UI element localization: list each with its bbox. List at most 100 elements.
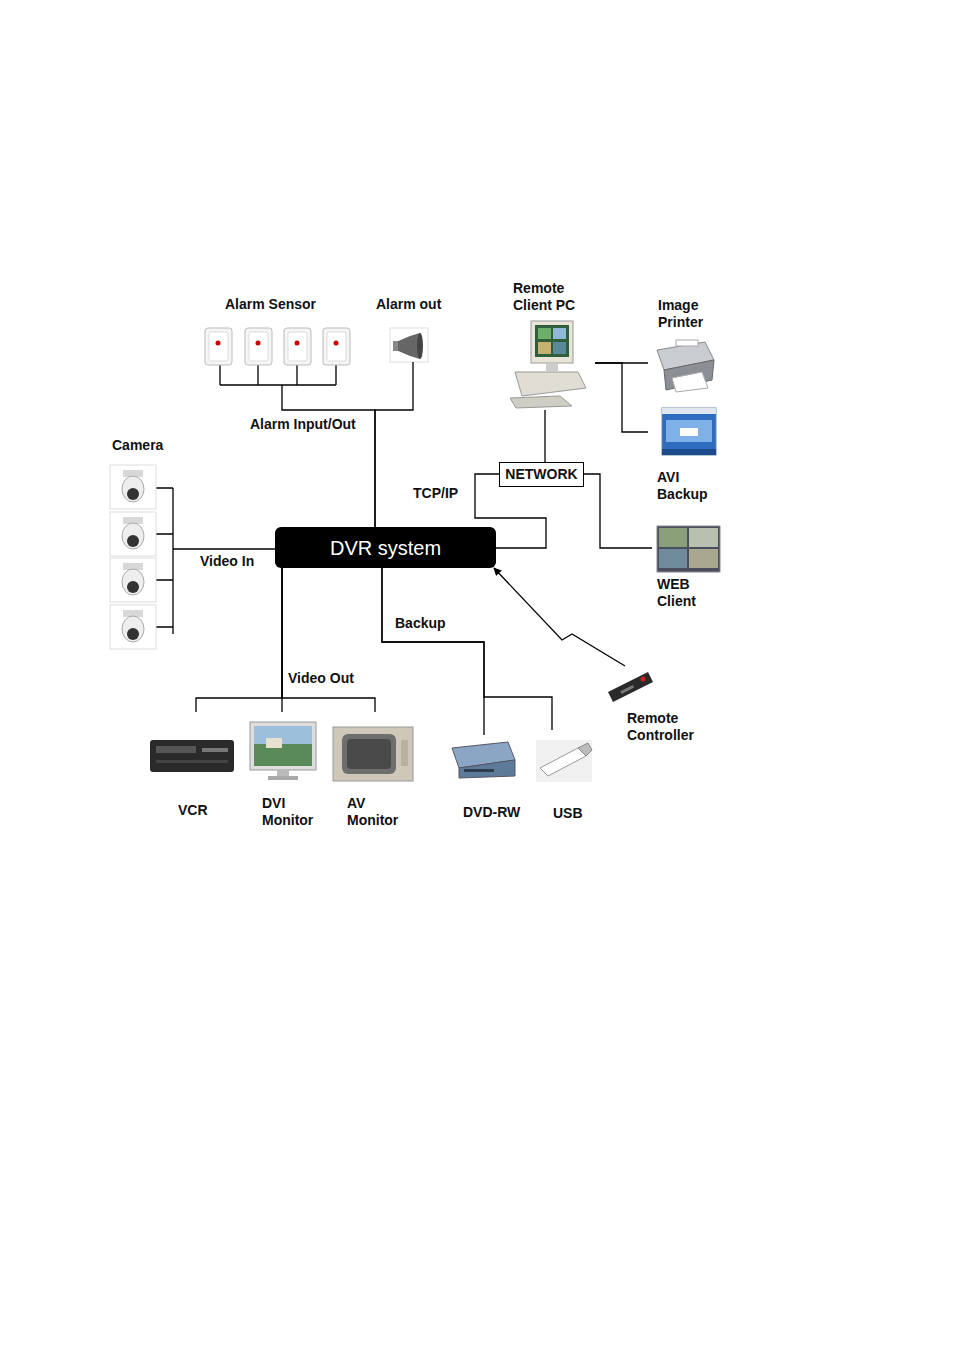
lcd-monitor-icon-part — [250, 722, 316, 770]
connection-line — [382, 568, 484, 735]
connection-label: Video In — [200, 553, 254, 570]
lcd-monitor-icon-part — [266, 738, 282, 748]
connection-label: TCP/IP — [413, 485, 458, 502]
dome-camera-icon-part — [122, 476, 144, 502]
dome-camera-icon-part — [110, 605, 156, 649]
pc-icon — [510, 321, 586, 408]
lcd-monitor-icon-part — [277, 770, 289, 776]
usb-stick-icon-part — [578, 743, 592, 756]
siren-icon — [390, 328, 428, 362]
device-label: Remote Controller — [627, 710, 711, 744]
lcd-monitor-icon-part — [254, 744, 312, 766]
device-label: USB — [553, 805, 583, 822]
pc-icon-part — [553, 328, 566, 339]
dome-camera-icon-part — [110, 512, 156, 556]
crt-monitor-icon-part — [342, 734, 396, 774]
avi-screen-icon-part — [662, 449, 716, 455]
dvd-drive-icon-part — [459, 760, 515, 778]
device-label: Alarm out — [376, 296, 441, 313]
avi-screen-icon — [662, 408, 716, 455]
signal-arrow — [494, 568, 625, 666]
dome-camera-icon-part — [127, 581, 139, 593]
dvd-drive-icon-part — [464, 769, 494, 772]
pc-icon-part — [538, 342, 551, 354]
alarm-sensor-icon-part — [334, 341, 339, 346]
pc-icon-part — [515, 372, 586, 396]
vcr-icon-part — [156, 760, 228, 763]
alarm-sensor-icon-part — [216, 341, 221, 346]
usb-stick-icon-part — [536, 740, 592, 782]
vcr-icon-part — [202, 748, 228, 752]
device-label: DVI Monitor — [262, 795, 326, 829]
dome-camera-icon-part — [127, 488, 139, 500]
connection-line — [173, 548, 275, 549]
alarm-sensor-icon-part — [323, 328, 350, 365]
usb-device: USB — [540, 730, 596, 825]
device-label: Camera — [112, 437, 163, 454]
pc-icon-part — [535, 325, 569, 357]
alarm-sensor-icon-part — [209, 332, 228, 361]
connection-line — [375, 362, 413, 527]
crt-monitor-icon — [333, 727, 413, 781]
web-client: WEB Client — [652, 522, 724, 612]
connection-line — [196, 568, 282, 712]
vcr-icon — [150, 740, 234, 772]
device-label: WEB Client — [657, 576, 717, 610]
siren-icon-part — [393, 341, 398, 351]
vcr-icon-part — [150, 740, 234, 772]
remote-icon — [608, 672, 653, 702]
device-label: DVD-RW — [463, 804, 520, 821]
client-pc: Remote Client PC — [505, 280, 595, 410]
usb-stick-icon — [536, 740, 592, 782]
connection-label: Backup — [395, 615, 446, 632]
vcr-icon-part — [156, 746, 196, 753]
web-client-icon-part — [657, 526, 720, 572]
connection-label: Alarm Input/Out — [250, 416, 356, 433]
device-label: Image Printer — [658, 297, 718, 331]
siren-icon-part — [396, 333, 420, 359]
dome-camera-icon-part — [127, 535, 139, 547]
device-label: NETWORK — [505, 466, 577, 483]
connection-line — [282, 568, 375, 712]
web-client-icon-part — [659, 528, 687, 547]
alarm-sensor-icon-part — [256, 341, 261, 346]
alarm-sensor-icon-part — [249, 332, 268, 361]
device-label: AV Monitor — [347, 795, 411, 829]
device-label: Alarm Sensor — [225, 296, 316, 313]
avi-screen-icon-part — [680, 428, 698, 436]
dome-camera-icon-part — [122, 523, 144, 549]
web-client-icon-part — [689, 549, 718, 568]
dvr-box: DVR system — [275, 527, 496, 568]
siren-icon-part — [417, 333, 423, 359]
alarm-sensor-icon — [205, 328, 350, 365]
device-label: Remote Client PC — [513, 280, 593, 314]
dome-camera-icon-part — [110, 558, 156, 602]
alarm-sensor-icon-part — [205, 328, 232, 365]
avi-screen-icon-part — [662, 408, 716, 455]
avi-backup: AVI Backup — [648, 404, 720, 504]
avi-screen-icon-part — [666, 420, 712, 442]
lcd-monitor-icon-part — [268, 776, 298, 780]
crt-monitor-icon-part — [347, 739, 391, 769]
printer: Image Printer — [648, 296, 720, 392]
crt-monitor-icon-part — [401, 740, 408, 766]
connection-label: Video Out — [288, 670, 354, 687]
remote-icon-part — [620, 685, 634, 694]
web-client-icon-part — [659, 549, 687, 568]
printer-icon-part — [676, 340, 698, 346]
device-label: VCR — [178, 802, 208, 819]
pc-icon-part — [553, 342, 566, 354]
sensor-wires — [220, 365, 336, 385]
camera-wires — [156, 488, 173, 634]
pc-icon-part — [510, 396, 572, 408]
printer-icon-part — [672, 372, 708, 392]
vcr: VCR — [145, 712, 240, 824]
dvi-monitor: DVI Monitor — [245, 712, 327, 836]
web-client-icon-part — [689, 528, 718, 547]
av-monitor: AV Monitor — [330, 712, 418, 836]
remote-icon-part — [641, 677, 646, 682]
remote-controller: Remote Controller — [605, 666, 715, 746]
network-box: NETWORK — [499, 462, 584, 487]
